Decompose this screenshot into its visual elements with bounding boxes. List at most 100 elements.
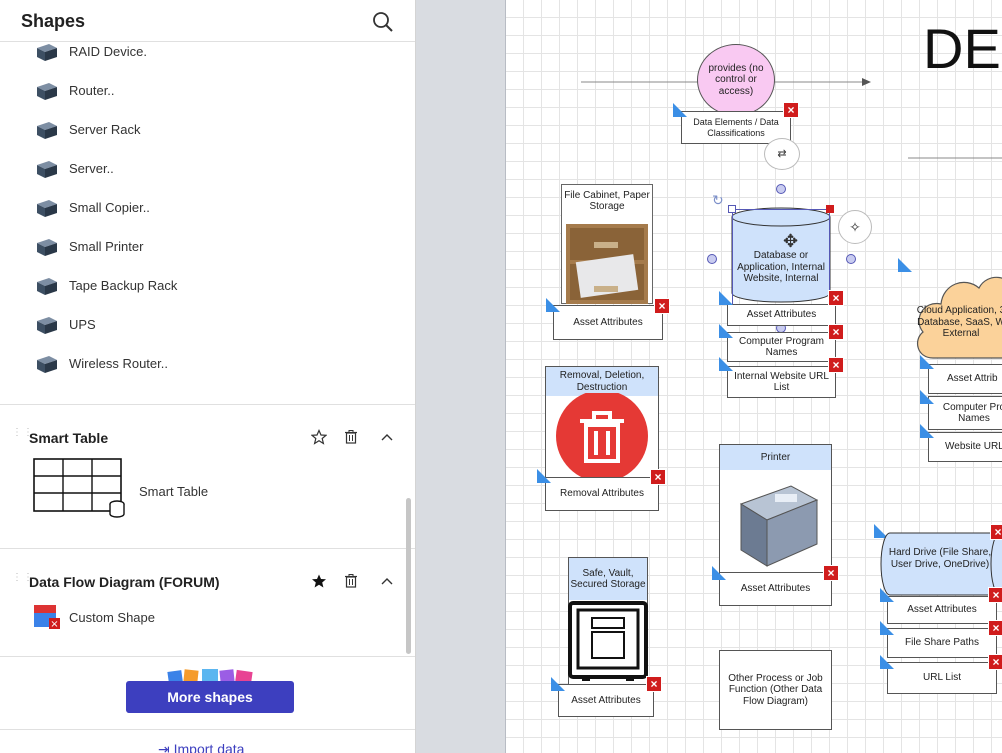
blue-arrow-icon[interactable] xyxy=(537,469,551,483)
file-cabinet-attributes[interactable]: Asset Attributes xyxy=(553,305,663,340)
delete-icon[interactable]: × xyxy=(828,324,844,340)
data-elements-box[interactable]: Data Elements / Data Classifications xyxy=(681,111,791,144)
hd-file-share-paths[interactable]: File Share Paths xyxy=(887,628,997,658)
delete-icon[interactable]: × xyxy=(783,102,799,118)
database-cylinder[interactable] xyxy=(731,207,831,303)
removal-attributes[interactable]: Removal Attributes xyxy=(545,477,659,511)
diagram-canvas[interactable]: DE provides (no control or access) Data … xyxy=(505,0,1002,753)
delete-icon[interactable]: × xyxy=(823,565,839,581)
db-asset-attributes[interactable]: Asset Attributes xyxy=(727,304,836,326)
trash-icon[interactable] xyxy=(343,573,359,589)
import-icon: ⇥ xyxy=(158,741,174,753)
flip-rotate-icon: ⇄ xyxy=(777,148,787,160)
library-item[interactable]: Tape Backup Rack xyxy=(0,267,400,306)
panel-title: Shapes xyxy=(21,11,86,31)
chevron-up-icon[interactable] xyxy=(379,429,395,445)
connection-handle[interactable] xyxy=(707,254,717,264)
circle-text: provides (no control or access) xyxy=(708,62,764,97)
blue-arrow-icon[interactable] xyxy=(874,524,888,538)
search-icon[interactable] xyxy=(372,11,394,33)
star-outline-icon[interactable] xyxy=(311,429,327,445)
section-divider xyxy=(0,548,415,549)
chevron-up-icon[interactable] xyxy=(379,573,395,589)
hd-asset-attributes[interactable]: Asset Attributes xyxy=(887,596,997,624)
tape-backup-rack-icon xyxy=(37,278,57,295)
wireless-router-icon xyxy=(37,356,57,373)
svg-text:×: × xyxy=(50,619,58,630)
delete-icon[interactable]: × xyxy=(828,357,844,373)
library-item-label: Server.. xyxy=(69,161,114,176)
blue-arrow-icon[interactable] xyxy=(719,324,733,338)
cloud-asset-attributes[interactable]: Asset Attrib xyxy=(928,364,1002,394)
small-copier-icon xyxy=(37,200,57,217)
library-item[interactable]: Router.. xyxy=(0,72,400,111)
custom-shape-icon[interactable]: × xyxy=(33,604,61,630)
star-filled-icon[interactable] xyxy=(311,573,327,589)
delete-icon[interactable]: × xyxy=(988,587,1002,603)
cloud-url[interactable]: Website URL xyxy=(928,432,1002,462)
printer-attributes[interactable]: Asset Attributes xyxy=(719,572,832,606)
blue-arrow-icon[interactable] xyxy=(712,566,726,580)
blue-arrow-icon[interactable] xyxy=(898,258,912,272)
hard-drive-label: Hard Drive (File Share, User Drive, OneD… xyxy=(888,547,992,570)
blue-arrow-icon[interactable] xyxy=(920,355,934,369)
removal-label: Removal, Deletion, Destruction xyxy=(546,367,658,396)
delete-icon[interactable]: × xyxy=(650,469,666,485)
db-url-list[interactable]: Internal Website URL List xyxy=(727,366,836,398)
library-item[interactable]: Server.. xyxy=(0,150,400,189)
blue-arrow-icon[interactable] xyxy=(546,298,560,312)
router-icon xyxy=(37,83,57,100)
blue-arrow-icon[interactable] xyxy=(673,103,687,117)
cloud-program-names[interactable]: Computer Pro Names xyxy=(928,396,1002,430)
drag-handle-icon[interactable]: ⋮⋮ xyxy=(12,427,34,438)
delete-icon[interactable]: × xyxy=(990,524,1002,540)
delete-icon[interactable]: × xyxy=(988,654,1002,670)
resize-handle[interactable] xyxy=(728,205,736,213)
smart-table-icon[interactable] xyxy=(33,458,133,522)
more-shapes-button[interactable]: More shapes xyxy=(126,681,294,713)
connection-handle[interactable] xyxy=(776,184,786,194)
blue-arrow-icon[interactable] xyxy=(719,291,733,305)
delete-icon[interactable]: × xyxy=(654,298,670,314)
trash-icon[interactable] xyxy=(343,429,359,445)
blue-arrow-icon[interactable] xyxy=(920,390,934,404)
blue-arrow-icon[interactable] xyxy=(880,588,894,602)
library-item[interactable]: Small Printer xyxy=(0,228,400,267)
hard-drive-cylinder[interactable] xyxy=(880,532,1002,596)
db-program-names[interactable]: Computer Program Names xyxy=(727,332,836,362)
drag-handle-icon[interactable]: ⋮⋮ xyxy=(12,572,34,583)
hd-url-list[interactable]: URL List xyxy=(887,662,997,694)
connection-handle[interactable] xyxy=(846,254,856,264)
trash-delete-icon xyxy=(556,393,648,481)
library-item-label: RAID Device. xyxy=(69,44,148,59)
safe-attributes[interactable]: Asset Attributes xyxy=(558,684,654,717)
blue-arrow-icon[interactable] xyxy=(880,655,894,669)
library-item[interactable]: Wireless Router.. xyxy=(0,345,400,384)
server-icon xyxy=(37,161,57,178)
blue-arrow-icon[interactable] xyxy=(719,357,733,371)
other-process-box[interactable]: Other Process or Job Function (Other Dat… xyxy=(719,650,832,730)
import-data-link[interactable]: ⇥ Import data xyxy=(158,741,244,753)
blue-arrow-icon[interactable] xyxy=(551,677,565,691)
delete-icon[interactable]: × xyxy=(828,290,844,306)
library-item[interactable]: Server Rack xyxy=(0,111,400,150)
library-item[interactable]: UPS xyxy=(0,306,400,345)
library-item[interactable]: Small Copier.. xyxy=(0,189,400,228)
cloud-shape[interactable] xyxy=(913,262,1002,366)
rotate-handle-icon[interactable]: ↻ xyxy=(712,192,724,208)
section-divider xyxy=(0,404,415,405)
move-cursor-icon: ✥ xyxy=(783,231,799,251)
delete-icon[interactable]: × xyxy=(988,620,1002,636)
data-elements-text: Data Elements / Data Classifications xyxy=(693,117,779,138)
external-entity-circle[interactable]: provides (no control or access) xyxy=(697,44,775,116)
delete-icon[interactable]: × xyxy=(646,676,662,692)
resize-handle[interactable] xyxy=(826,205,834,213)
transform-tool[interactable]: ⇄ xyxy=(764,138,800,170)
library-item-label: UPS xyxy=(69,317,96,332)
blue-arrow-icon[interactable] xyxy=(880,621,894,635)
magic-wand-tool[interactable]: ✧ xyxy=(838,210,872,244)
panel-scrollbar[interactable] xyxy=(406,498,411,654)
diagram-title[interactable]: DE xyxy=(923,17,1001,80)
blue-arrow-icon[interactable] xyxy=(920,424,934,438)
library-item[interactable]: RAID Device. xyxy=(0,33,400,72)
